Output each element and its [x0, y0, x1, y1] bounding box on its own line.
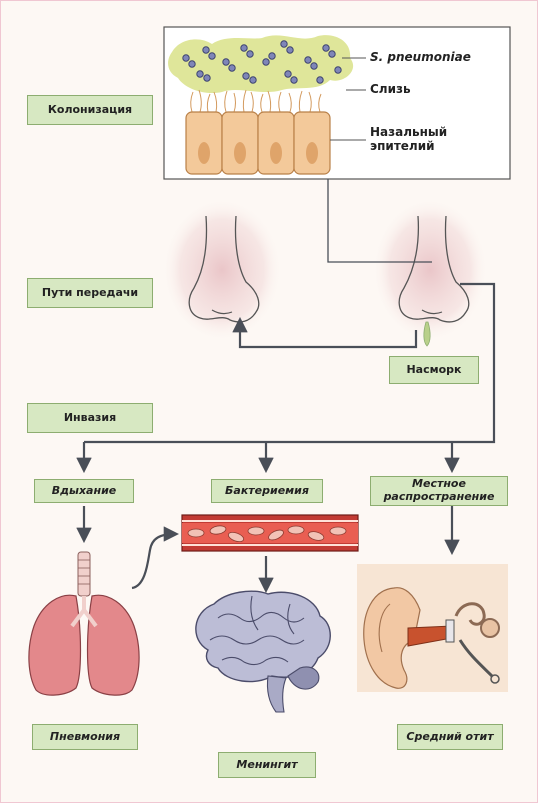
- arrow-lungs-to-blood: [131, 526, 180, 590]
- colonization-label: Колонизация: [27, 95, 153, 125]
- nose-right: [372, 198, 488, 347]
- invasion-path: [84, 282, 496, 444]
- inset-to-nose-line: [327, 179, 432, 263]
- epithelium-callout-line2: эпителий: [370, 138, 435, 153]
- bacteremia-label: Бактериемия: [211, 479, 323, 503]
- transmission-label: Пути передачи: [27, 278, 153, 308]
- local-spread-label: Местное распространение: [370, 476, 508, 506]
- local-spread-line2: распространение: [383, 490, 495, 503]
- bacteria-callout: S. pneumoniae: [370, 50, 471, 64]
- lungs: [28, 551, 140, 696]
- pneumonia-label: Пневмония: [32, 724, 138, 750]
- invasion-label: Инвазия: [27, 403, 153, 433]
- meningitis-label: Менингит: [218, 752, 316, 778]
- epithelium-callout: Назальный эпителий: [370, 125, 448, 154]
- local-spread-line1: Местное: [412, 477, 466, 491]
- bacteria-cluster: [182, 40, 342, 84]
- runny-nose-label: Насморк: [389, 356, 479, 384]
- epithelial-cells: [185, 111, 331, 175]
- ear: [357, 564, 508, 692]
- epithelium-callout-line1: Назальный: [370, 125, 448, 139]
- cilia: [190, 89, 322, 113]
- nose-left: [162, 198, 282, 342]
- otitis-label: Средний отит: [397, 724, 503, 750]
- callout-lines: [330, 57, 366, 141]
- colonization-inset: [163, 26, 511, 180]
- brain: [195, 590, 331, 713]
- transmission-arrow: [232, 316, 418, 349]
- mucus-layer: [168, 35, 354, 94]
- mucus-callout: Слизь: [370, 82, 411, 96]
- blood-vessel: [181, 514, 359, 552]
- nasal-drip: [423, 321, 431, 347]
- inhalation-label: Вдыхание: [34, 479, 134, 503]
